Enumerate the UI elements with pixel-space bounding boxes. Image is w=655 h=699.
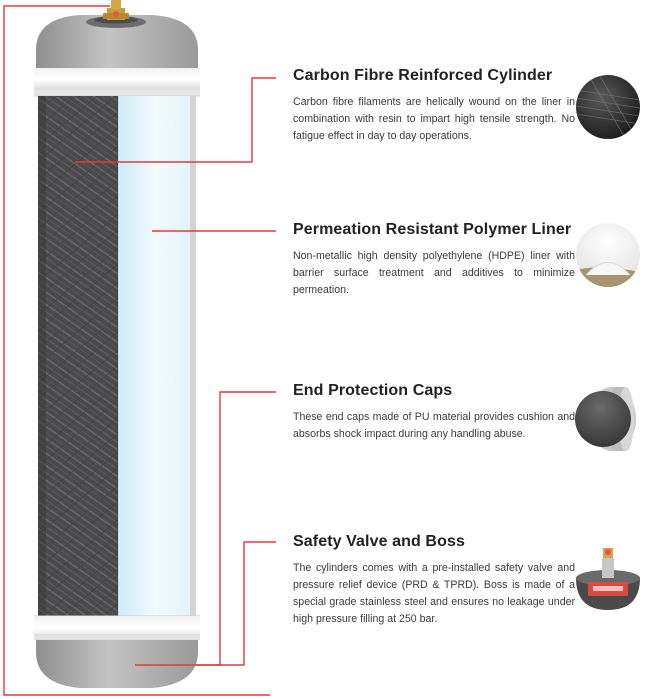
safety-valve-boss-thumbnail bbox=[576, 548, 640, 610]
feature-title: Carbon Fibre Reinforced Cylinder bbox=[293, 67, 553, 84]
leader-line-end-caps bbox=[196, 391, 276, 666]
leader-line-carbon bbox=[75, 77, 276, 163]
feature-title: Safety Valve and Boss bbox=[293, 533, 465, 550]
feature-title: End Protection Caps bbox=[293, 382, 453, 399]
feature-description: The cylinders comes with a pre-installed… bbox=[293, 562, 575, 625]
polymer-liner bbox=[118, 96, 196, 616]
valve-leader-line bbox=[3, 5, 270, 696]
feature-title: Permeation Resistant Polymer Liner bbox=[293, 221, 572, 238]
hdpe-liner-thumbnail bbox=[576, 223, 640, 287]
feature-description: Non-metallic high density polyethylene (… bbox=[293, 250, 575, 296]
safety-valve bbox=[103, 0, 129, 20]
top-protection-band bbox=[34, 68, 200, 90]
feature-description: Carbon fibre filaments are helically wou… bbox=[293, 96, 575, 142]
top-end-cap bbox=[36, 15, 198, 70]
leader-line-safety-valve bbox=[135, 541, 276, 666]
feature-end-protection-caps: End Protection Caps These end caps made … bbox=[293, 382, 575, 443]
feature-safety-valve-boss: Safety Valve and Boss The cylinders come… bbox=[293, 533, 575, 628]
carbon-fibre-thumbnail bbox=[576, 75, 640, 139]
bottom-end-cap bbox=[36, 640, 198, 688]
feature-carbon-fibre: Carbon Fibre Reinforced Cylinder Carbon … bbox=[293, 67, 575, 145]
feature-polymer-liner: Permeation Resistant Polymer Liner Non-m… bbox=[293, 221, 575, 299]
pu-end-cap-thumbnail bbox=[575, 387, 636, 451]
feature-description: These end caps made of PU material provi… bbox=[293, 411, 575, 440]
